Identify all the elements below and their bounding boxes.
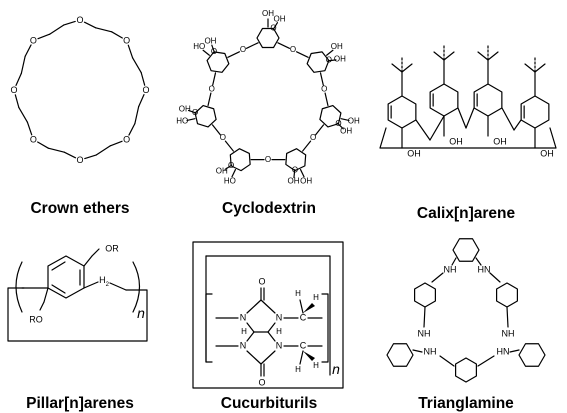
right-square-bracket <box>321 293 329 363</box>
ring-oxygen: O <box>326 56 332 65</box>
crown-ether-structure: O O O O O O O O <box>10 15 149 165</box>
aryl-ring <box>520 95 550 129</box>
hydroxyl-label: OH <box>216 167 228 176</box>
calixarene-structure: OH OH OH OH <box>379 45 557 158</box>
svg-text:H: H <box>241 327 247 336</box>
hydroxyl-label: OH <box>348 117 360 126</box>
svg-text:N: N <box>276 312 283 322</box>
crown-ethers-caption: Crown ethers <box>30 200 129 217</box>
glycosidic-oxygen: O <box>310 133 316 142</box>
svg-text:N: N <box>276 340 283 350</box>
or-top-label: OR <box>105 243 119 253</box>
svg-text:H: H <box>276 327 282 336</box>
trianglamine-caption: Trianglamine <box>418 395 514 412</box>
hydroxyl-label: OH <box>204 37 216 46</box>
glucose-ring <box>229 148 251 172</box>
right-bracket <box>132 261 141 313</box>
amine-label: NH <box>444 264 457 274</box>
hydroxyl-label: OH <box>340 127 352 136</box>
trianglamine-structure: NH HN NH NH NH HN <box>386 238 546 383</box>
amine-label: NH <box>424 346 437 356</box>
aryl-ring <box>429 83 459 117</box>
macrocycle-bridge <box>379 127 557 149</box>
amine-label: NH <box>418 328 431 338</box>
cyclohexane-ring <box>452 238 480 262</box>
glucose-ring <box>206 51 230 73</box>
benzene-ring <box>414 282 436 308</box>
left-square-bracket <box>205 293 213 363</box>
hydroxyl-label: OH <box>449 136 463 146</box>
glucose-ring <box>319 104 342 128</box>
hydroxyl-label: OH <box>288 177 300 186</box>
hydroxyl-label: OH <box>179 104 191 113</box>
hydroxyl-label: OH <box>493 136 507 146</box>
aryl-ring <box>473 83 503 117</box>
svg-text:C: C <box>300 312 307 322</box>
cucurbituril-structure: N N N N O O H H C C H H H H <box>192 241 344 389</box>
hydroxyl-label: HO <box>224 176 236 185</box>
hydroxyl-label: OH <box>300 176 312 185</box>
calixarene-caption: Calix[n]arene <box>417 205 516 222</box>
oxygen-atom: O <box>142 85 149 95</box>
oxygen-atom: O <box>123 35 130 45</box>
glycosidic-oxygen: O <box>265 155 271 164</box>
svg-text:O: O <box>258 377 265 387</box>
svg-text:H: H <box>295 365 301 374</box>
hydroxyl-label: HO <box>176 117 188 126</box>
cyclohexane-ring <box>518 343 546 367</box>
amine-label: HN <box>478 264 491 274</box>
ch2-label: H2 <box>99 275 110 287</box>
macrocycle-loop <box>7 287 148 342</box>
pillararene-structure: OR RO H2 n <box>7 243 148 342</box>
benzene-ring <box>47 255 85 299</box>
hydroxyl-label: OH <box>540 148 554 158</box>
cucurbiturils-caption: Cucurbiturils <box>221 395 317 412</box>
glucose-ring <box>285 148 307 172</box>
pillararenes-caption: Pillar[n]arenes <box>26 395 134 412</box>
oxygen-atom: O <box>76 155 83 165</box>
svg-text:O: O <box>258 276 265 286</box>
glycosidic-oxygen: O <box>209 84 215 93</box>
svg-text:N: N <box>240 312 247 322</box>
cyclohexane-ring <box>386 343 414 367</box>
svg-text:N: N <box>240 340 247 350</box>
aryl-ring <box>387 95 417 129</box>
glycosidic-oxygen: O <box>321 84 327 93</box>
oxygen-atom: O <box>10 85 17 95</box>
oxygen-atom: O <box>123 134 130 144</box>
svg-text:H: H <box>313 361 319 370</box>
hydroxyl-label: OH <box>334 55 346 64</box>
cyclodextrin-caption: Cyclodextrin <box>222 200 316 217</box>
benzene-ring <box>455 357 477 383</box>
glycosidic-oxygen: O <box>290 45 296 54</box>
hydroxyl-label: OH <box>262 9 274 18</box>
svg-text:n: n <box>332 361 340 377</box>
svg-text:H: H <box>313 293 319 302</box>
ro-bottom-label: RO <box>29 314 43 324</box>
amine-label: NH <box>502 328 515 338</box>
hydroxyl-label: OH <box>331 42 343 51</box>
amine-label: HN <box>497 346 510 356</box>
svg-text:C: C <box>300 340 307 350</box>
benzene-ring <box>496 282 518 308</box>
glucose-ring <box>306 51 330 73</box>
glucose-ring <box>256 27 280 49</box>
oxygen-atom: O <box>30 134 37 144</box>
oxygen-atom: O <box>30 35 37 45</box>
glycosidic-oxygen: O <box>240 45 246 54</box>
left-bracket <box>15 261 23 313</box>
hydroxyl-label: OH <box>273 14 285 23</box>
glycosidic-oxygen: O <box>220 133 226 142</box>
pillar-n-label: n <box>137 305 145 321</box>
outer-frame <box>192 241 344 389</box>
svg-text:H: H <box>295 289 301 298</box>
inner-frame <box>205 255 331 376</box>
oxygen-atom: O <box>76 15 83 25</box>
glucose-ring <box>194 104 217 128</box>
hydroxyl-label: HO <box>193 42 205 51</box>
hydroxyl-label: OH <box>407 148 421 158</box>
